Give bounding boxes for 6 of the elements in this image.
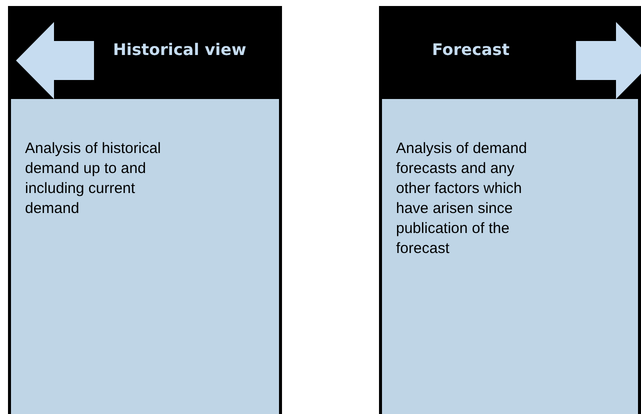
panel-heading: Forecast — [432, 40, 510, 59]
description-text: Analysis of historical demand up to and including current demand — [11, 99, 279, 414]
description-text: Analysis of demand forecasts and any other factors which have arisen since publication of the forecast — [382, 99, 638, 414]
panel-heading: Historical view — [113, 40, 246, 59]
panel-card — [8, 6, 282, 414]
panel-card — [379, 6, 641, 414]
